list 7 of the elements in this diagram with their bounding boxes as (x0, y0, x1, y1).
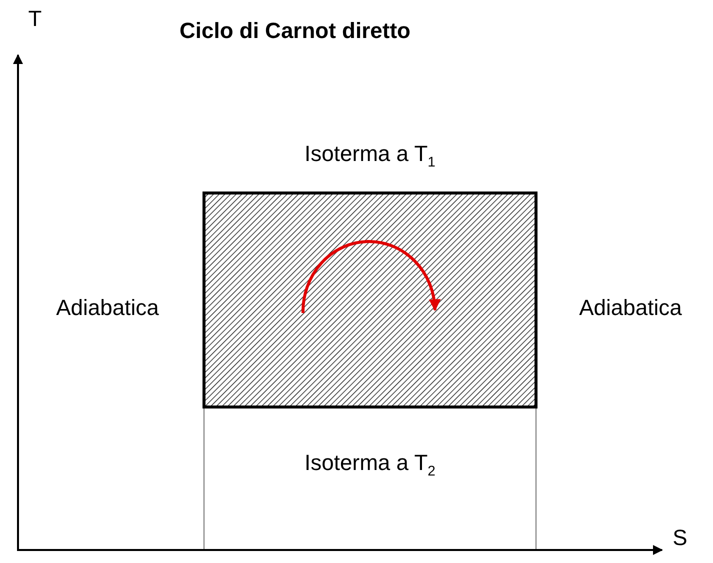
adiabatic-label: Adiabatica (55, 297, 160, 319)
title: Ciclo di Carnot diretto (178, 20, 412, 42)
isotherm-label: Isoterma a T$_{1}$ (304, 143, 436, 168)
axis-label: T (27, 8, 43, 30)
isotherm-label: Isoterma a T$_{2}$ (304, 452, 436, 478)
adiabatic-label: Adiabatica (578, 297, 683, 319)
axis-label: S (672, 527, 688, 549)
